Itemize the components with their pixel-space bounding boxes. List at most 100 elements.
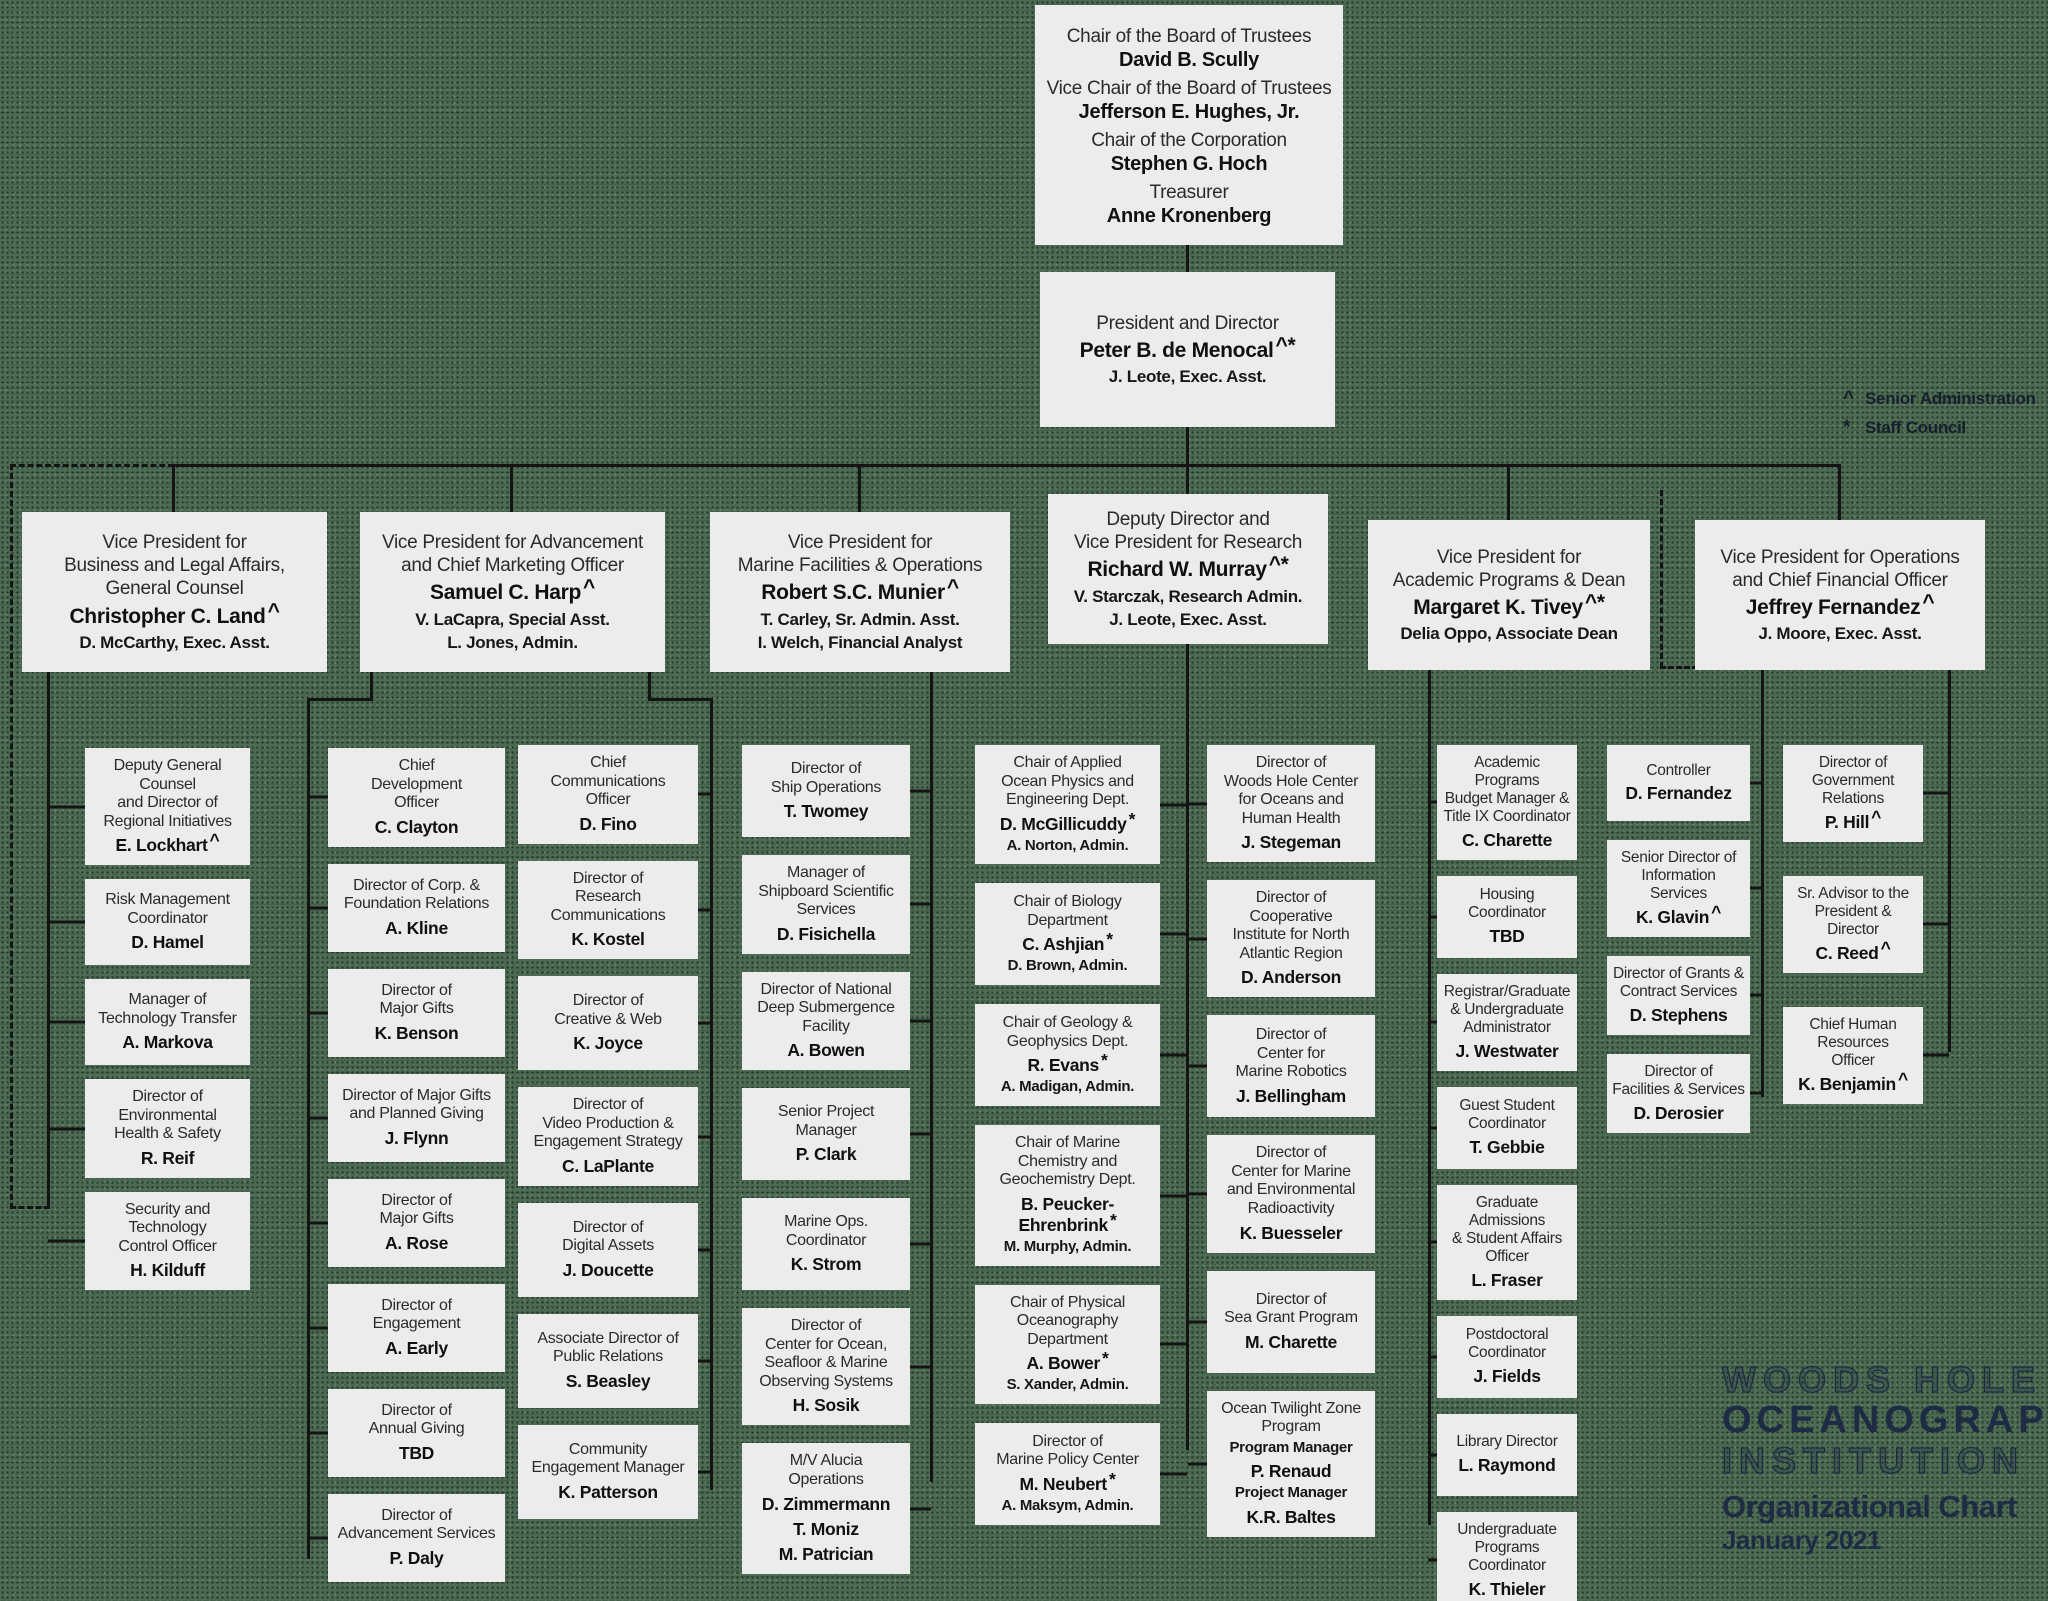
person-name: H. Sosik: [792, 1395, 860, 1416]
vp-advancement-box: Vice President for Advancement and Chief…: [360, 512, 665, 672]
role-title: Director of Grants & Contract Services: [1613, 964, 1744, 1000]
role-title: Community Engagement Manager: [531, 1440, 685, 1477]
assistant-line: D. Brown, Admin.: [1007, 957, 1128, 975]
role-title: Manager of Shipboard Scientific Services: [758, 864, 894, 919]
person-name: D. Fino: [579, 813, 637, 834]
role-marker: *: [1106, 929, 1113, 950]
org-box: Director of Center for Marine and Enviro…: [1207, 1135, 1375, 1253]
person-name: A. Early: [385, 1337, 448, 1358]
org-box: Director of Woods Hole Center for Oceans…: [1207, 745, 1375, 863]
person-name: J. Bellingham: [1236, 1085, 1346, 1106]
role-title: Senior Director of Information Services: [1620, 849, 1737, 902]
person-name: TBD: [398, 1442, 435, 1463]
role-title: Guest Student Coordinator: [1459, 1097, 1555, 1133]
person-name: Stephen G. Hoch: [1110, 153, 1268, 176]
person-name: C. Charette: [1461, 829, 1553, 850]
person-name: K. Strom: [790, 1254, 862, 1275]
role-marker: ^: [946, 576, 959, 600]
person-name: Margaret K. Tivey^*: [1413, 590, 1605, 619]
role-title: Ocean Twilight Zone Program: [1221, 1399, 1361, 1436]
role-marker: ^: [1871, 806, 1882, 827]
connector-line: [370, 672, 373, 700]
role-title: Director of Woods Hole Center for Oceans…: [1223, 754, 1359, 827]
whoi-logo: WOODS HOLE OCEANOGRAPHIC INSTITUTION: [1721, 1359, 2048, 1481]
role-marker: *: [1101, 1348, 1109, 1369]
person-name: K. Glavin^: [1635, 901, 1722, 927]
role-title: Director of Center for Ocean, Seafloor &…: [759, 1317, 893, 1390]
role-title: Director of Engagement: [372, 1296, 461, 1333]
legend-label: Staff Council: [1865, 418, 1966, 437]
org-box: Academic Programs Budget Manager & Title…: [1437, 745, 1577, 860]
org-box: Deputy General Counsel and Director of R…: [85, 748, 250, 866]
person-name: K. Benjamin^: [1798, 1068, 1908, 1094]
org-box: Chair of Marine Chemistry and Geochemist…: [975, 1125, 1160, 1266]
org-box: Chair of Physical Oceanography Departmen…: [975, 1284, 1160, 1405]
person-name: T. Twomey: [783, 801, 869, 822]
connector-line: [307, 698, 310, 1559]
person-name: P. Clark: [795, 1144, 857, 1165]
org-box: Director of National Deep Submergence Fa…: [742, 971, 910, 1071]
person-name: Jefferson E. Hughes, Jr.: [1078, 101, 1300, 123]
org-box: Registrar/Graduate & Undergraduate Admin…: [1437, 973, 1577, 1071]
legend-label: Senior Administration: [1865, 389, 2036, 408]
chart-title: Organizational Chart: [1722, 1489, 2017, 1524]
person-name: M. Charette: [1245, 1331, 1337, 1352]
role-marker: ^: [583, 576, 595, 600]
person-name: Samuel C. Harp^: [430, 576, 595, 605]
person-name: Richard W. Murray^*: [1087, 553, 1289, 582]
role-title: Director of Video Production & Engagemen…: [533, 1096, 683, 1151]
connector-line: [1186, 427, 1189, 494]
deputy-director-research-box: Deputy Director and Vice President for R…: [1048, 494, 1328, 644]
role-title: Associate Director of Public Relations: [537, 1329, 679, 1366]
person-name: David B. Scully: [1119, 48, 1259, 71]
vp-operations-cfo-box: Vice President for Operations and Chief …: [1695, 520, 1985, 670]
vp-academic-programs-box: Vice President for Academic Programs & D…: [1368, 520, 1650, 670]
role-marker: ^: [267, 599, 280, 623]
connector-line: [710, 698, 713, 1490]
role-title: Manager of Technology Transfer: [98, 991, 237, 1027]
connector-line: [1428, 670, 1431, 1525]
column-academic-programs: Academic Programs Budget Manager & Title…: [1437, 745, 1577, 1601]
person-name: B. Peucker-Ehrenbrink*: [1018, 1194, 1117, 1236]
connector-line: [172, 464, 1840, 467]
person-name: E. Lockhart^: [115, 830, 220, 856]
org-box: Director of Cooperative Institute for No…: [1207, 880, 1375, 998]
role-title: Graduate Admissions & Student Affairs Of…: [1451, 1193, 1563, 1265]
person-name: H. Kilduff: [130, 1260, 205, 1281]
person-name: TBD: [1489, 926, 1525, 947]
role-title: Chair of Physical Oceanography Departmen…: [1010, 1293, 1125, 1348]
role-title: Controller: [1646, 761, 1711, 779]
role-title: Undergraduate Programs Coordinator: [1457, 1520, 1557, 1574]
person-name: L. Fraser: [1471, 1269, 1543, 1290]
assistant-line: Delia Oppo, Associate Dean: [1400, 624, 1618, 644]
role-title: Vice President for Academic Programs & D…: [1392, 546, 1626, 591]
org-box: Chair of Geology & Geophysics Dept.R. Ev…: [975, 1004, 1160, 1107]
person-name: C. Ashjian*: [1022, 929, 1113, 955]
org-box: Director of Environmental Health & Safet…: [85, 1079, 250, 1178]
role-title: Library Director: [1456, 1433, 1558, 1451]
person-name: C. Clayton: [374, 816, 459, 837]
person-name: K. Patterson: [558, 1481, 658, 1502]
role-title: Director of Government Relations: [1811, 754, 1895, 807]
person-name: Anne Kronenberg: [1106, 205, 1272, 228]
role-title: Director of Center for Marine Robotics: [1235, 1026, 1347, 1081]
person-name: Peter B. de Menocal^*: [1079, 333, 1296, 362]
org-box: Graduate Admissions & Student Affairs Of…: [1437, 1184, 1577, 1300]
role-marker: *: [1128, 808, 1136, 829]
